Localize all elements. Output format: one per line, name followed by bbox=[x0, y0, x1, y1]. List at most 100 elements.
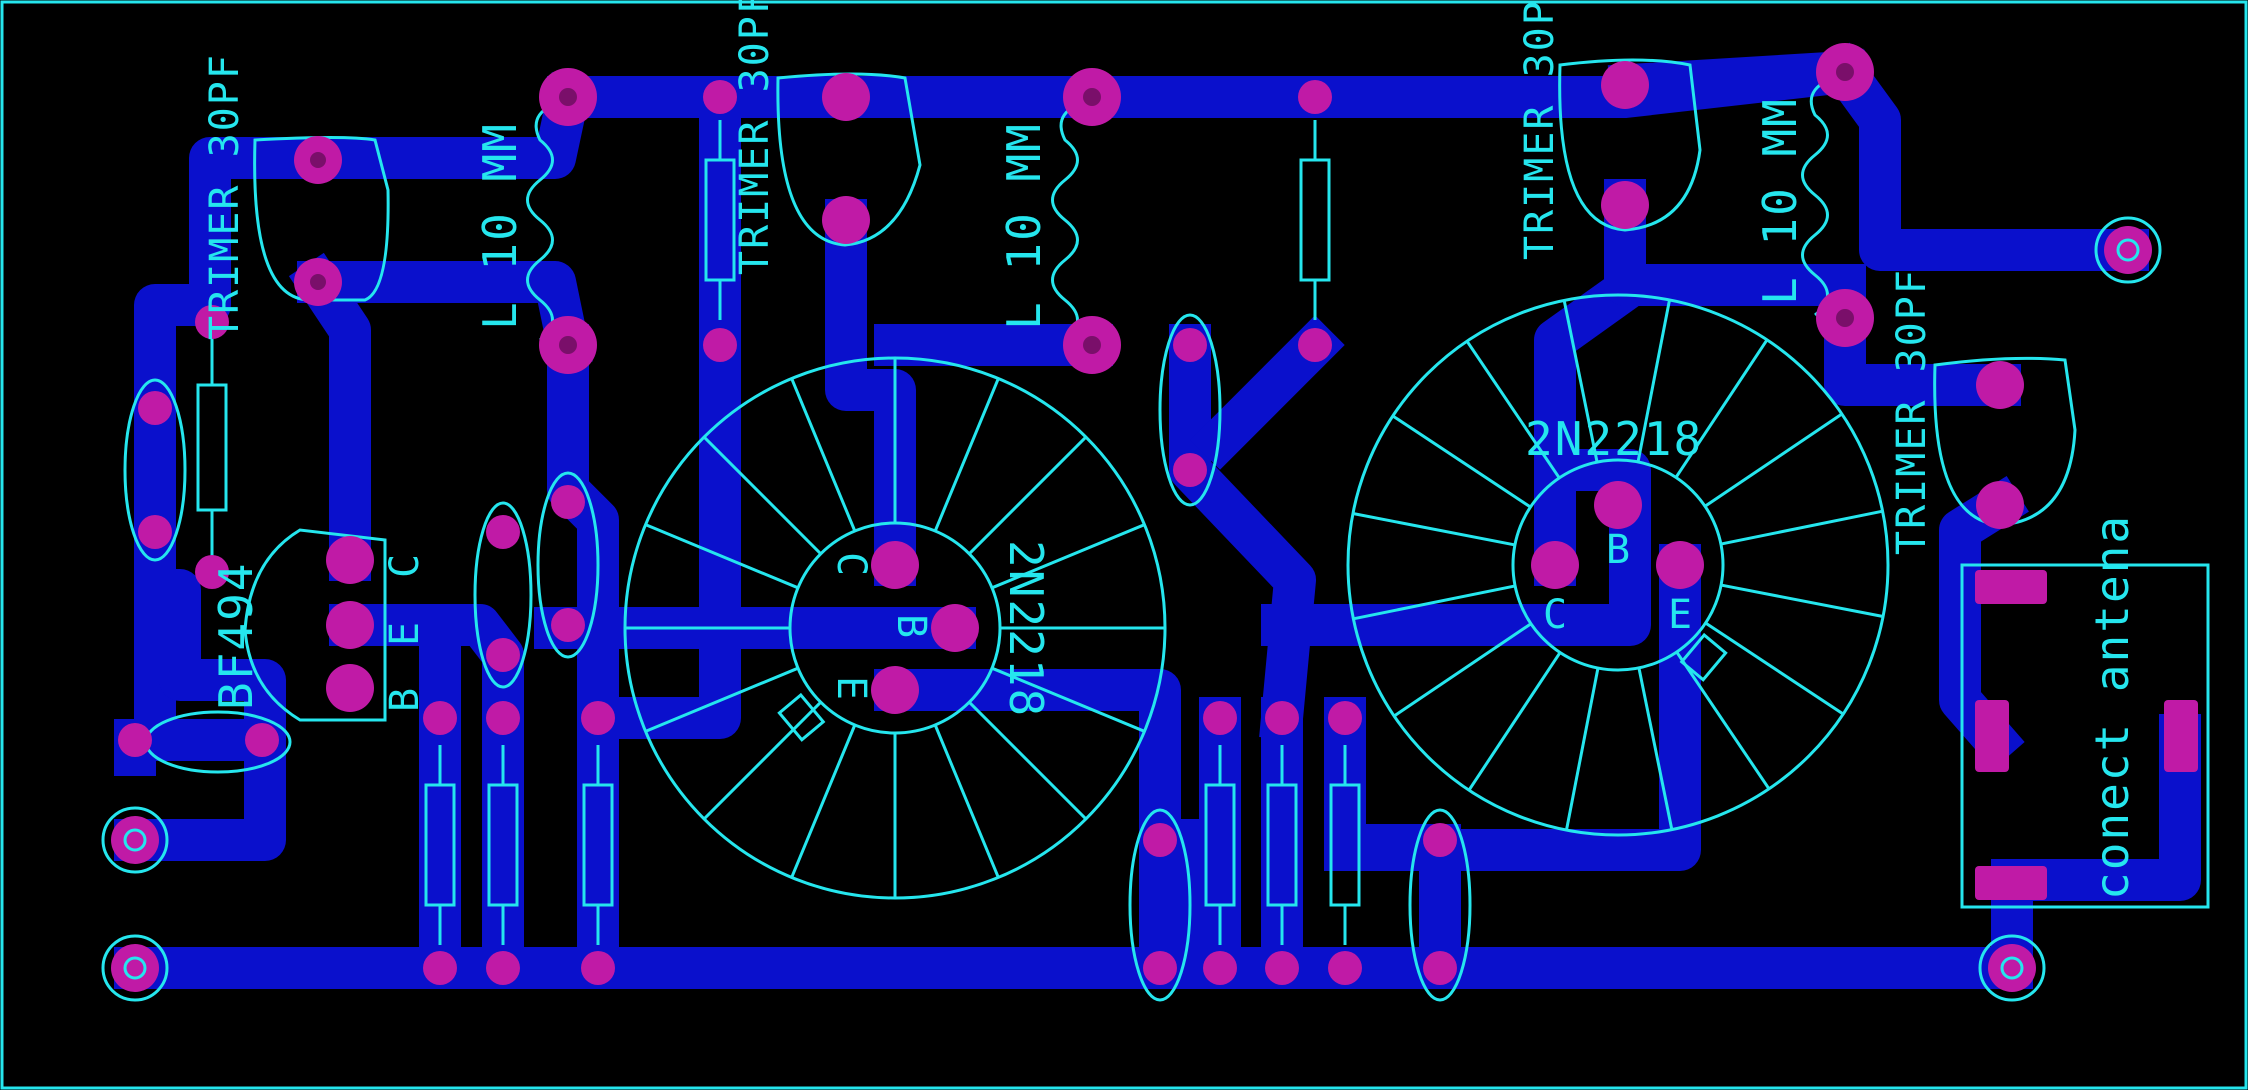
pads bbox=[101, 43, 2198, 1002]
pad bbox=[1203, 701, 1237, 735]
capacitor-top-mid bbox=[1158, 313, 1222, 507]
label-t2-b: B bbox=[1606, 527, 1632, 573]
pad bbox=[423, 701, 457, 735]
pad bbox=[1328, 701, 1362, 735]
label-t1-name: 2N2218 bbox=[999, 540, 1053, 718]
trace-t2-c bbox=[1261, 449, 1651, 646]
pad bbox=[111, 944, 159, 992]
pad bbox=[326, 601, 374, 649]
trace-left-down bbox=[114, 569, 286, 861]
heatsink-fin bbox=[1675, 651, 1771, 790]
trace-t2-b bbox=[1534, 260, 1655, 586]
antenna-connector-outline bbox=[1960, 563, 2210, 909]
pad bbox=[931, 604, 979, 652]
pad bbox=[1531, 541, 1579, 589]
pad bbox=[1594, 481, 1642, 529]
pad bbox=[1601, 181, 1649, 229]
pad bbox=[326, 536, 374, 584]
pad bbox=[486, 951, 520, 985]
heatsink-fin bbox=[968, 701, 1087, 820]
heatsink-fin bbox=[644, 523, 799, 590]
label-trimer-4: TRIMER 30PF bbox=[1889, 268, 1935, 555]
heatsink-fin bbox=[790, 377, 857, 532]
capacitor-left-vertical bbox=[123, 378, 187, 562]
label-t2-c: C bbox=[1543, 592, 1569, 638]
heatsink-fin bbox=[790, 724, 857, 879]
trace-trimer2-c bbox=[825, 199, 916, 586]
pad bbox=[871, 666, 919, 714]
pad bbox=[2104, 226, 2152, 274]
pad bbox=[195, 305, 229, 339]
heatsink-fin bbox=[703, 436, 822, 555]
trimmer-2-outline bbox=[776, 72, 922, 247]
t2-heatsink-outer bbox=[1346, 293, 1890, 837]
label-bf494-c: C bbox=[382, 552, 428, 578]
heatsink-fin bbox=[1353, 584, 1516, 621]
label-bf494-b: B bbox=[382, 686, 428, 712]
pad bbox=[1143, 951, 1177, 985]
pad bbox=[1173, 453, 1207, 487]
pad bbox=[118, 723, 152, 757]
heatsink-fin bbox=[1720, 509, 1883, 546]
label-coil-1: L 10 MM bbox=[473, 122, 527, 330]
heatsink-fin bbox=[1636, 299, 1671, 463]
pad bbox=[551, 485, 585, 519]
trace-coil1-down bbox=[547, 324, 619, 739]
pad bbox=[138, 391, 172, 425]
pad bbox=[1601, 61, 1649, 109]
pad bbox=[581, 951, 615, 985]
pad bbox=[138, 515, 172, 549]
pad bbox=[1203, 951, 1237, 985]
pad bbox=[871, 541, 919, 589]
capacitor-bottom-mid-1 bbox=[1128, 808, 1192, 1002]
pad bbox=[703, 80, 737, 114]
pad bbox=[245, 723, 279, 757]
pad bbox=[486, 701, 520, 735]
pad bbox=[195, 555, 229, 589]
label-t1-c: C bbox=[828, 552, 874, 578]
heatsink-fin bbox=[968, 436, 1087, 555]
heatsink-fin bbox=[991, 523, 1146, 590]
pad bbox=[1328, 951, 1362, 985]
t2-heatsink-fins bbox=[1352, 299, 1884, 831]
heatsink-fin bbox=[1562, 300, 1599, 463]
heatsink-fin bbox=[1704, 621, 1844, 716]
trace-antenna-out bbox=[2021, 714, 2201, 901]
t2-heatsink-inner bbox=[1511, 458, 1725, 672]
heatsink-fin bbox=[1565, 667, 1600, 831]
label-t1-b: B bbox=[888, 614, 934, 640]
t2-tab bbox=[1679, 632, 1728, 682]
heatsink-fin bbox=[1465, 340, 1561, 479]
pad bbox=[703, 328, 737, 362]
pad bbox=[581, 701, 615, 735]
pad bbox=[1265, 951, 1299, 985]
resistor-top-2-body bbox=[1299, 158, 1331, 282]
trimmer-3-outline bbox=[1558, 58, 1702, 232]
pad bbox=[822, 73, 870, 121]
pad bbox=[1976, 361, 2024, 409]
trimmer-4-outline bbox=[1933, 356, 2077, 527]
label-antenna: conect antena bbox=[2085, 514, 2139, 900]
heatsink-fin bbox=[1674, 339, 1769, 479]
label-t2-name: 2N2218 bbox=[1525, 412, 1703, 466]
heatsink-fin bbox=[1352, 512, 1516, 547]
smd-pad bbox=[1975, 570, 2047, 604]
trace-r-right-top bbox=[1190, 315, 1345, 470]
heatsink-fin bbox=[703, 701, 822, 820]
coil-2-silk bbox=[1051, 98, 1093, 342]
trimmer-1-outline bbox=[253, 136, 390, 302]
pad bbox=[1265, 701, 1299, 735]
trace-cap-mid bbox=[1169, 324, 1316, 741]
label-t2-e: E bbox=[1668, 592, 1694, 638]
label-bf494-e: E bbox=[382, 620, 428, 646]
silk-labels: TRIMER 30PF L 10 MM TRIMER 30PF L 10 MM … bbox=[202, 0, 2139, 900]
coil-1-silk bbox=[526, 98, 569, 342]
heatsink-fin bbox=[933, 724, 1000, 879]
pad bbox=[486, 638, 520, 672]
heatsink-fin bbox=[1704, 412, 1843, 508]
label-trimer-1: TRIMER 30PF bbox=[202, 53, 248, 340]
pad bbox=[1988, 944, 2036, 992]
heatsink-fin bbox=[644, 666, 799, 733]
heatsink-fin bbox=[1392, 414, 1532, 509]
